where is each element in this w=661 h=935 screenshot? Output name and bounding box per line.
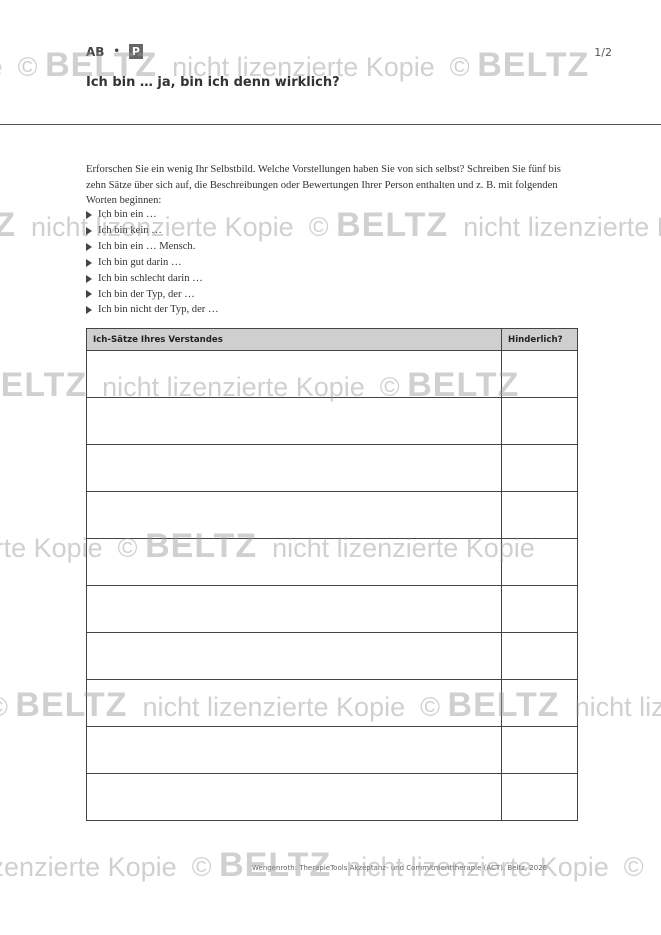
table-row <box>86 491 578 539</box>
sentence-cell[interactable] <box>86 773 502 821</box>
table-row <box>86 632 578 680</box>
hindering-cell[interactable] <box>501 444 578 492</box>
header-rule <box>0 124 661 125</box>
prompt-text: Ich bin gut darin … <box>98 256 182 268</box>
hindering-cell[interactable] <box>501 585 578 633</box>
sentence-cell[interactable] <box>86 632 502 680</box>
list-item: Ich bin gut darin … <box>86 255 219 271</box>
table-row <box>86 397 578 445</box>
triangle-bullet-icon <box>86 242 92 251</box>
hindering-cell[interactable] <box>501 679 578 727</box>
hindering-cell[interactable] <box>501 726 578 774</box>
beltz-logo: BELTZ <box>0 206 17 244</box>
prompt-text: Ich bin schlecht darin … <box>98 272 203 284</box>
triangle-bullet-icon <box>86 306 92 315</box>
copyright-icon: © <box>191 852 212 882</box>
page-header: AB • P 1/2 Ich bin … ja, bin ich denn wi… <box>86 44 612 94</box>
instructions-text: Erforschen Sie ein wenig Ihr Selbstbild.… <box>86 164 561 207</box>
column-header-sentences: Ich-Sätze Ihres Verstandes <box>86 328 502 351</box>
list-item: Ich bin ein … Mensch. <box>86 239 219 255</box>
beltz-logo: BELTZ <box>336 206 449 244</box>
watermark-text: nicht lizenzierte Kopie <box>0 52 3 82</box>
copyright-icon: © <box>0 692 8 722</box>
page-number: 1/2 <box>594 46 612 59</box>
watermark-text: nicht lizenzierte Kopie <box>463 212 661 242</box>
list-item: Ich bin ein … <box>86 207 219 223</box>
sentence-cell[interactable] <box>86 585 502 633</box>
triangle-bullet-icon <box>86 210 92 219</box>
section-code: AB <box>86 44 105 59</box>
copyright-icon: © <box>623 852 644 882</box>
prompt-text: Ich bin kein … <box>98 224 162 236</box>
beltz-logo: BELTZ <box>0 366 88 404</box>
prompt-text: Ich bin ein … <box>98 209 157 220</box>
section-label: AB • P <box>86 44 143 59</box>
copyright-icon: © <box>308 212 329 242</box>
table-row <box>86 726 578 774</box>
table-header-row: Ich-Sätze Ihres Verstandes Hinderlich? <box>86 328 578 351</box>
table-row <box>86 585 578 633</box>
copyright-icon: © <box>17 52 38 82</box>
prompt-text: Ich bin der Typ, der … <box>98 288 195 300</box>
worksheet-table: Ich-Sätze Ihres Verstandes Hinderlich? <box>86 328 578 821</box>
table-row <box>86 773 578 821</box>
triangle-bullet-icon <box>86 274 92 283</box>
sentence-cell[interactable] <box>86 726 502 774</box>
table-row <box>86 444 578 492</box>
triangle-bullet-icon <box>86 258 92 267</box>
list-item: Ich bin kein … <box>86 223 219 239</box>
page-title: Ich bin … ja, bin ich denn wirklich? <box>86 75 340 90</box>
hindering-cell[interactable] <box>501 397 578 445</box>
hindering-cell[interactable] <box>501 350 578 398</box>
prompt-text: Ich bin ein … Mensch. <box>98 240 196 252</box>
watermark-text: nicht lizenzierte Kopie <box>0 852 177 882</box>
hindering-cell[interactable] <box>501 538 578 586</box>
sentence-cell[interactable] <box>86 444 502 492</box>
sentence-starters-list: Ich bin ein … Ich bin kein … Ich bin ein… <box>86 207 219 318</box>
column-header-hindering: Hinderlich? <box>501 328 578 351</box>
prompt-text: Ich bin nicht der Typ, der … <box>98 304 219 316</box>
watermark-text: nicht lizenzierte Kopie <box>574 692 661 722</box>
sentence-cell[interactable] <box>86 397 502 445</box>
patient-badge: P <box>128 44 143 59</box>
triangle-bullet-icon <box>86 290 92 299</box>
table-row <box>86 350 578 398</box>
sentence-cell[interactable] <box>86 679 502 727</box>
list-item: Ich bin schlecht darin … <box>86 271 219 287</box>
hindering-cell[interactable] <box>501 773 578 821</box>
sentence-cell[interactable] <box>86 491 502 539</box>
list-item: Ich bin nicht der Typ, der … <box>86 302 219 318</box>
table-row <box>86 538 578 586</box>
hindering-cell[interactable] <box>501 491 578 539</box>
footer-citation: Wengenroth: TherapieTools Akzeptanz- und… <box>252 864 548 872</box>
hindering-cell[interactable] <box>501 632 578 680</box>
section-bullet: • <box>113 46 120 57</box>
sentence-cell[interactable] <box>86 538 502 586</box>
table-row <box>86 679 578 727</box>
list-item: Ich bin der Typ, der … <box>86 287 219 303</box>
sentence-cell[interactable] <box>86 350 502 398</box>
triangle-bullet-icon <box>86 226 92 235</box>
